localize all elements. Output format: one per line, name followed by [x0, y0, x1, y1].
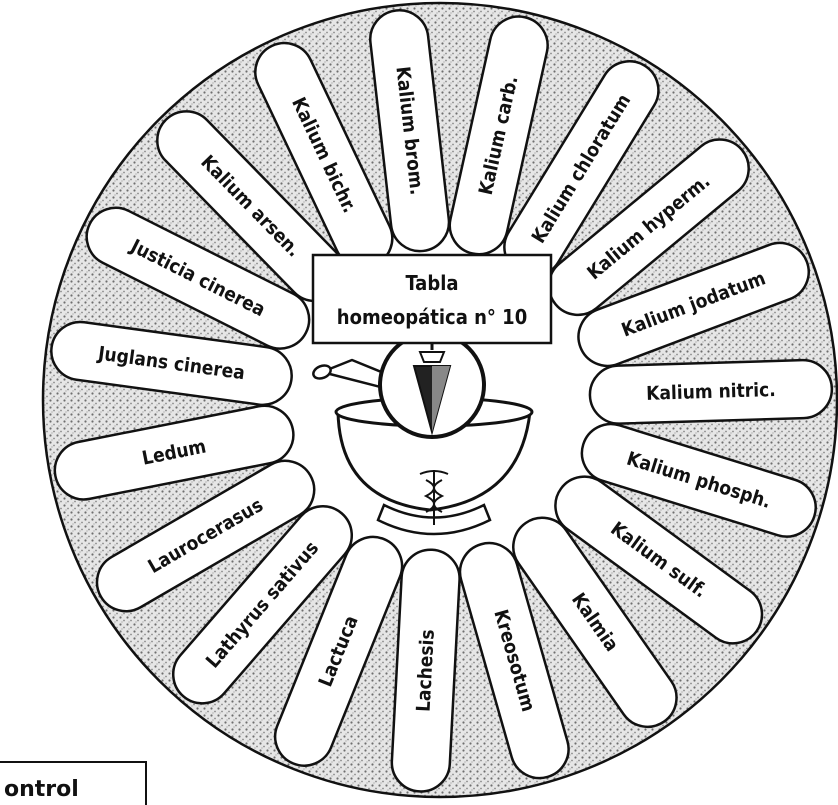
remedy-petal: Ledum: [53, 404, 295, 501]
remedy-petal-shape: [369, 9, 451, 253]
remedy-petal-shape: [554, 475, 764, 645]
remedy-petal: Kalmia: [512, 516, 678, 729]
remedy-petal-shape: [50, 320, 293, 407]
remedy-petal-shape: [95, 459, 316, 613]
remedy-petal: Kalium carb.: [448, 15, 549, 256]
remedy-petal-shape: [85, 206, 311, 350]
title-line-1: Tabla: [405, 271, 458, 295]
remedy-petal: Kalium nitric.: [588, 358, 834, 425]
remedy-petal-shape: [448, 15, 549, 256]
remedy-petal: Lachesis: [390, 548, 461, 793]
remedy-petal-shape: [390, 548, 461, 793]
remedy-petal: Kalium brom.: [369, 9, 451, 253]
remedy-label: Lachesis: [413, 629, 439, 713]
pendulum-icon: [378, 331, 486, 439]
remedy-petal-shape: [171, 505, 354, 705]
control-label: ontrol: [4, 777, 79, 802]
remedy-petal-shape: [458, 541, 570, 780]
remedy-petal-shape: [53, 404, 295, 501]
remedy-petal-shape: [547, 138, 750, 317]
remedy-petal-shape: [512, 516, 678, 729]
caduceus-icon: [419, 470, 449, 525]
control-box: ontrol: [0, 761, 147, 805]
remedy-petal: Kalium sulf.: [554, 475, 764, 645]
remedy-label: Kalium nitric.: [646, 379, 776, 405]
remedy-petal-shape: [580, 422, 817, 538]
remedy-petal: Juglans cinerea: [50, 320, 293, 407]
title-line-2: homeopática n° 10: [337, 305, 527, 329]
title-box: Tabla homeopática n° 10: [311, 253, 553, 345]
remedy-petal: Lactuca: [273, 535, 404, 767]
remedy-petal-shape: [577, 241, 810, 368]
remedy-petal: Kreosotum: [458, 541, 570, 780]
remedy-petal-shape: [588, 358, 834, 425]
